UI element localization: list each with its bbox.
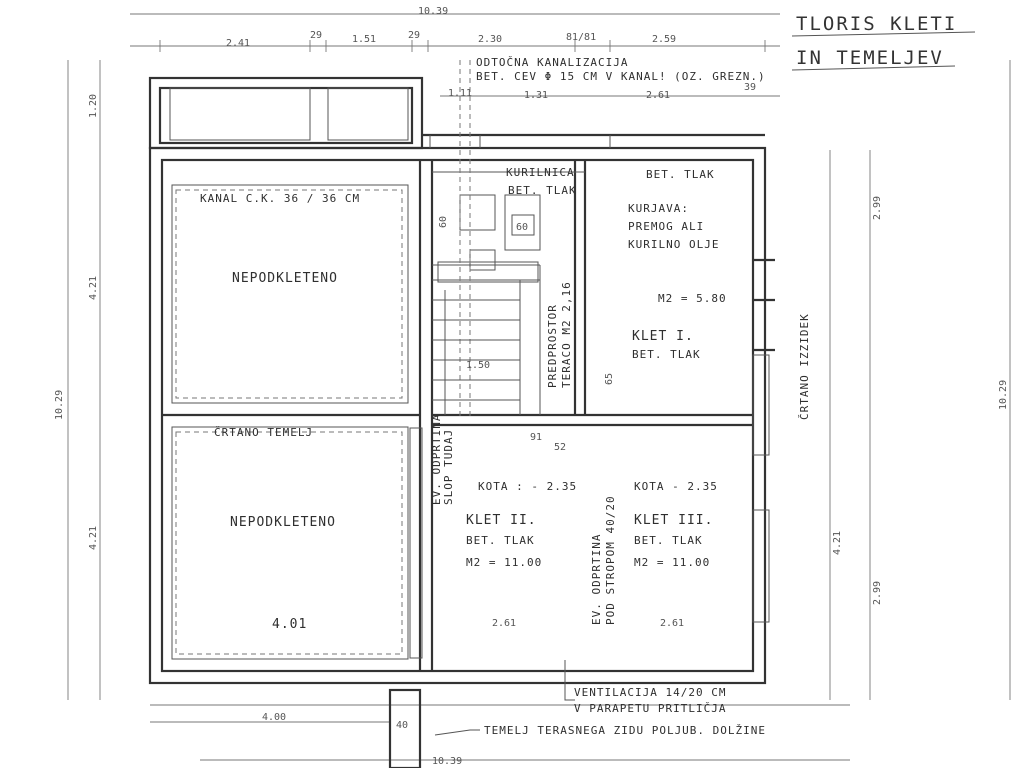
notes: ODTOČNA KANALIZACIJA BET. CEV Φ 15 CM V …: [476, 56, 766, 737]
note-odtocna-1: ODTOČNA KANALIZACIJA: [476, 56, 628, 69]
label-slop-2: SLOP TUDAJ: [442, 429, 455, 505]
dim-right-299a: 2.99: [872, 196, 883, 220]
label-klet1-tlak-top: BET. TLAK: [646, 168, 715, 181]
dim-inner-60b: 60: [516, 222, 528, 233]
terrace-foundation: [388, 660, 575, 768]
label-slop-1: EV. ODPRTINA: [430, 414, 443, 505]
note-vent-2: V PARAPETU PRITLIČJA: [574, 702, 726, 715]
label-klet3-tlak: BET. TLAK: [634, 534, 703, 547]
dim-left-421a: 4.21: [88, 276, 99, 300]
label-klet3-kota: KOTA - 2.35: [634, 480, 718, 493]
label-predprostor-1: PREDPROSTOR: [546, 304, 559, 388]
label-klet3: KLET III.: [634, 513, 713, 528]
walls: [148, 76, 775, 685]
dim-right-299b: 2.99: [872, 581, 883, 605]
drawing-title: TLORIS KLETI IN TEMELJEV: [791, 13, 976, 71]
dim-top-151: 1.51: [352, 34, 376, 45]
title-line-2: IN TEMELJEV: [796, 47, 944, 69]
label-opening-2: POD STROPOM 40/20: [604, 495, 617, 625]
title-line-1: TLORIS KLETI: [796, 13, 957, 35]
label-kurilnica-tlak: BET. TLAK: [508, 184, 577, 197]
dim-row2-131: 1.31: [524, 90, 548, 101]
label-klet1-tlak: BET. TLAK: [632, 348, 701, 361]
label-nepodkleteno-top: NEPODKLETENO: [232, 271, 338, 286]
label-nepodkleteno-bottom: NEPODKLETENO: [230, 515, 336, 530]
label-kurjava-3: KURILNO OLJE: [628, 238, 719, 251]
label-crtano-izzidek: ČRTANO IZZIDEK: [798, 313, 811, 420]
dim-inner-52: 52: [554, 442, 566, 453]
label-klet3-area: M2 = 11.00: [634, 556, 710, 569]
dim-bottom-40: 40: [396, 720, 408, 731]
dim-right-1029: 10.29: [998, 380, 1009, 410]
label-klet1-area: M2 = 5.80: [658, 292, 727, 305]
dimension-labels: 10.39 2.41 29 1.51 29 2.30 81/81 2.59 1.…: [54, 6, 1009, 767]
label-kurjava-1: KURJAVA:: [628, 202, 689, 215]
note-vent-1: VENTILACIJA 14/20 CM: [574, 686, 726, 699]
label-opening-1: EV. ODPRTINA: [590, 534, 603, 625]
dim-left-1029: 10.29: [54, 390, 65, 420]
dim-inner-150: 1.50: [466, 360, 490, 371]
label-dim-401: 4.01: [272, 617, 307, 632]
label-kurjava-2: PREMOG ALI: [628, 220, 704, 233]
note-odtocna-2: BET. CEV Φ 15 CM V KANAL! (OZ. GREZN.): [476, 70, 766, 83]
label-klet2: KLET II.: [466, 513, 537, 528]
dim-inner-65: 65: [604, 373, 615, 385]
dim-row2-111: 1.11: [448, 88, 472, 99]
label-crtano-temelj: ČRTANO TEMELJ: [214, 426, 313, 439]
dim-inner-91: 91: [530, 432, 542, 443]
dim-top-29b: 29: [408, 30, 420, 41]
dim-right-421: 4.21: [832, 531, 843, 555]
inner-dimension-labels: 2.61 2.61 1.50 60 60 91 52 65: [438, 216, 684, 629]
dim-top-total: 10.39: [418, 6, 448, 17]
label-predprostor-2: TERACO M2 2,16: [560, 281, 573, 388]
dim-row2-261: 2.61: [646, 90, 670, 101]
dim-left-421b: 4.21: [88, 526, 99, 550]
label-klet1: KLET I.: [632, 329, 694, 344]
label-klet2-tlak: BET. TLAK: [466, 534, 535, 547]
unexcavated-areas: [169, 87, 409, 660]
stair: [432, 290, 520, 415]
dim-top-241: 2.41: [226, 38, 250, 49]
dim-top-230: 2.30: [478, 34, 502, 45]
label-klet2-area: M2 = 11.00: [466, 556, 542, 569]
dim-left-120: 1.20: [88, 94, 99, 118]
dim-top-8181: 81/81: [566, 32, 596, 43]
note-temelj: TEMELJ TERASNEGA ZIDU POLJUB. DOLŽINE: [484, 724, 766, 737]
dim-inner-261a: 2.61: [492, 618, 516, 629]
dim-inner-261b: 2.61: [660, 618, 684, 629]
label-kurilnica: KURILNICA: [506, 166, 575, 179]
dim-row2-39: 39: [744, 82, 756, 93]
dim-bottom-400: 4.00: [262, 712, 286, 723]
dim-top-29a: 29: [310, 30, 322, 41]
label-kanal: KANAL C.K. 36 / 36 CM: [200, 192, 360, 205]
dim-bottom-total: 10.39: [432, 756, 462, 767]
dim-inner-60a: 60: [438, 216, 449, 228]
room-labels: KANAL C.K. 36 / 36 CM NEPODKLETENO ČRTAN…: [200, 166, 811, 632]
dim-top-259: 2.59: [652, 34, 676, 45]
label-klet2-kota: KOTA : - 2.35: [478, 480, 577, 493]
dimension-lines: [67, 13, 1011, 761]
